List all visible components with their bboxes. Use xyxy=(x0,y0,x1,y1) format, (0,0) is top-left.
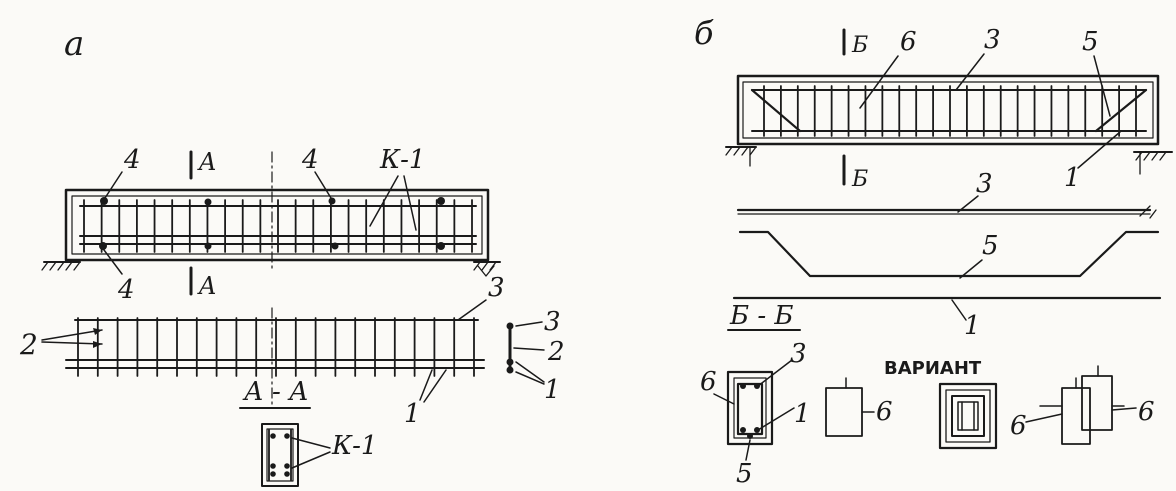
bar-5-detail: 5 xyxy=(738,230,1160,279)
beam-b-rebar xyxy=(750,85,1148,137)
rebar-dot xyxy=(740,383,746,389)
label-4-top-mid: 4 xyxy=(301,145,319,175)
rebar-dot xyxy=(270,433,276,439)
rebar-dot xyxy=(284,433,290,439)
label-5-top: 5 xyxy=(1082,27,1099,57)
label-5-section: 5 xyxy=(736,459,753,489)
frame-k1-labels: 2 3 1 xyxy=(19,273,505,429)
label-3-frame: 3 xyxy=(488,273,505,303)
panel-b-label: б xyxy=(694,14,714,52)
rebar-dot xyxy=(328,197,336,205)
variant-double-stirrup: 6 6 xyxy=(1010,365,1155,445)
section-mark-b-top: Б xyxy=(851,33,868,58)
section-b-b: Б - Б 6 3 1 5 xyxy=(700,301,811,489)
beam-a-supports xyxy=(41,261,501,277)
section-a-a-title: А - А xyxy=(242,377,309,407)
label-k1-top: К-1 xyxy=(379,145,425,175)
section-b-b-title: Б - Б xyxy=(729,301,794,331)
variant-label: ВАРИАНТ xyxy=(884,358,982,379)
bar-1-detail: 1 xyxy=(732,296,1162,341)
frame-k1-elevation xyxy=(65,307,485,405)
frame-k1-verticals xyxy=(77,317,475,377)
beam-a-stirrups xyxy=(83,199,473,253)
label-4-bottom-left: 4 xyxy=(117,275,135,305)
beam-b-supports xyxy=(725,146,1173,175)
rebar-dot xyxy=(754,427,760,433)
label-1-frame: 1 xyxy=(404,399,421,429)
label-2-left: 2 xyxy=(19,328,38,361)
label-3-top: 3 xyxy=(984,25,1001,55)
rebar-dot xyxy=(204,242,212,250)
label-6-stirrup: 6 xyxy=(876,397,893,427)
rebar-dot xyxy=(506,358,514,366)
rebar-dot xyxy=(284,471,290,477)
rebar-dot xyxy=(437,242,445,250)
rebar-dot xyxy=(331,242,339,250)
section-a-a: А - А К-1 xyxy=(239,377,377,487)
beam-b-labels: 6 3 5 1 xyxy=(859,25,1121,193)
stirrup-6-detail: 6 xyxy=(825,377,893,437)
beam-b xyxy=(736,74,1160,146)
rebar-dot xyxy=(740,427,746,433)
label-6-variant-right: 6 xyxy=(1138,397,1155,427)
bar-3-detail: 3 xyxy=(736,169,1157,219)
label-3-bar: 3 xyxy=(976,169,993,199)
label-1-side: 1 xyxy=(544,375,561,405)
section-mark-a-top: A xyxy=(197,148,216,176)
label-6-variant-left: 6 xyxy=(1010,411,1027,441)
rebar-dot xyxy=(100,197,108,205)
panel-a-label: а xyxy=(64,24,84,64)
rebar-dot xyxy=(270,463,276,469)
rebar-dot xyxy=(754,383,760,389)
label-4-top-left: 4 xyxy=(123,145,141,175)
label-1-beam-b: 1 xyxy=(1064,163,1081,193)
rebar-dot xyxy=(506,366,514,374)
frame-k1-side-detail: 3 2 1 xyxy=(506,307,565,405)
variant-detail: ВАРИАНТ xyxy=(884,358,998,450)
beam-a-labels: 4 4 К-1 4 xyxy=(103,145,425,305)
label-1-bar: 1 xyxy=(964,311,981,341)
label-2-side: 2 xyxy=(547,337,565,367)
label-k1-section: К-1 xyxy=(331,431,377,461)
label-6-top: 6 xyxy=(900,27,917,57)
section-mark-b-bottom: Б xyxy=(851,167,868,192)
label-3-side: 3 xyxy=(544,307,561,337)
rebar-dot xyxy=(204,198,212,206)
label-3-section: 3 xyxy=(790,339,807,369)
rebar-dot xyxy=(284,463,290,469)
beam-a xyxy=(64,188,490,262)
label-6-section: 6 xyxy=(700,367,717,397)
rebar-dot xyxy=(747,433,753,439)
label-5-bar: 5 xyxy=(982,231,999,261)
label-1-section: 1 xyxy=(794,399,811,429)
rebar-dot xyxy=(437,197,445,205)
rebar-dot xyxy=(99,242,107,250)
beam-b-stirrups xyxy=(763,85,1137,137)
rebar-dot xyxy=(270,471,276,477)
section-mark-a-bottom: A xyxy=(197,272,216,300)
beam-a-rebar xyxy=(79,151,477,273)
section-marks-a: A A xyxy=(189,148,216,300)
rebar-dot xyxy=(506,322,514,330)
section-marks-b: Б Б xyxy=(842,28,868,192)
